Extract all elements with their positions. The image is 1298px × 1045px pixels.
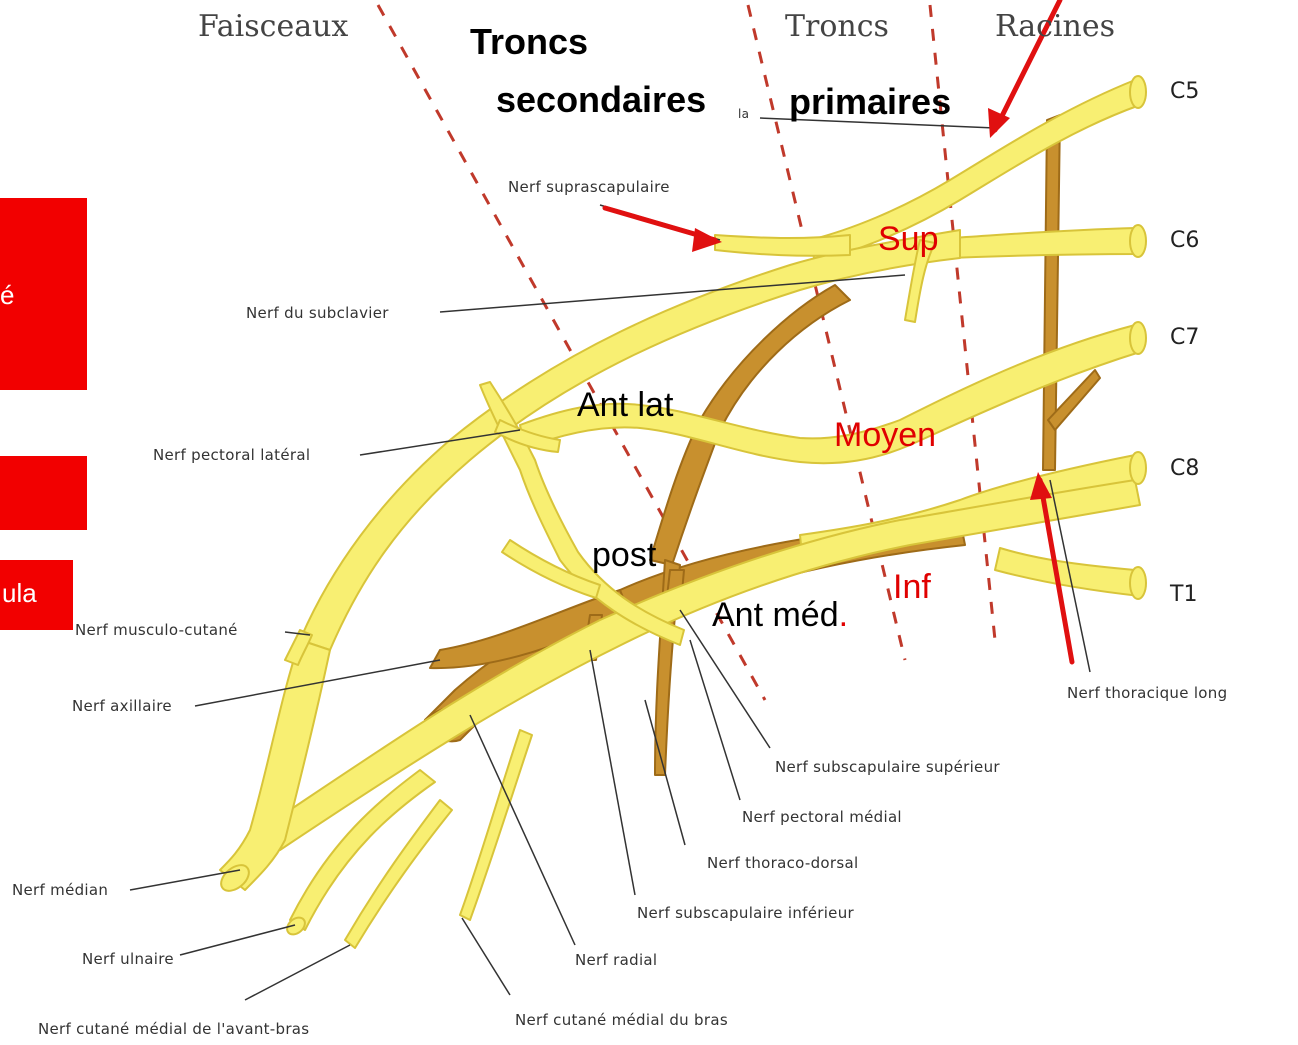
annotation-post: post [592,538,656,572]
label-suprascapulaire: Nerf suprascapulaire [508,180,670,195]
root-end-c6 [1130,225,1146,257]
medial-cutaneous-arm [460,730,532,920]
red-box-3-text: ula [2,580,37,606]
label-pectoral-medial: Nerf pectoral médial [742,810,902,825]
root-end-c7 [1130,322,1146,354]
root-label-c7: C7 [1170,327,1199,349]
label-cutane-bras: Nerf cutané médial du bras [515,1013,728,1028]
red-box-2 [0,456,87,530]
median-nerve [220,640,330,890]
header-faisceaux: Faisceaux [198,12,348,42]
leader-ulnaire [180,925,295,955]
annotation-ant-med: Ant méd. [712,598,848,632]
header-troncs: Troncs [785,12,889,42]
annotation-moyen: Moyen [834,418,936,452]
label-ulnaire: Nerf ulnaire [82,952,174,967]
annotation-inf: Inf [893,570,931,604]
header-troncs-secondaires-1: Troncs [470,24,588,60]
header-racines: Racines [995,12,1115,42]
root-c6 [950,228,1140,258]
header-troncs-secondaires-2: secondaires [496,82,706,118]
root-end-c8 [1130,452,1146,484]
suprascapular-nerve [715,235,850,256]
leader-cutane-bras [462,918,510,995]
leader-cutane-avant-bras [245,945,350,1000]
root-end-c5 [1130,76,1146,108]
red-box-1-text: é [0,282,14,308]
annotation-sup: Sup [878,222,939,256]
root-t1 [995,548,1140,596]
label-subscapulaire-inferieur: Nerf subscapulaire inférieur [637,906,854,921]
label-thoraco-dorsal: Nerf thoraco-dorsal [707,856,858,871]
label-subclavier: Nerf du subclavier [246,306,389,321]
annotation-ant-lat: Ant lat [577,388,673,422]
label-musculo-cutane: Nerf musculo-cutané [75,623,238,638]
root-label-t1: T1 [1170,584,1197,606]
root-label-c6: C6 [1170,230,1199,252]
label-axillaire: Nerf axillaire [72,699,172,714]
label-median: Nerf médian [12,883,108,898]
label-thoracique-long: Nerf thoracique long [1067,686,1227,701]
leader-subscapulaire-inferieur [590,650,635,895]
partial-label-la: la [738,108,749,120]
annotation-ant-med-dot: . [839,596,848,634]
header-primaires: primaires [789,84,951,120]
root-end-t1 [1130,567,1146,599]
root-label-c5: C5 [1170,81,1199,103]
arrowhead-root-c5 [988,108,1010,138]
label-radial: Nerf radial [575,953,657,968]
label-subscapulaire-superieur: Nerf subscapulaire supérieur [775,760,1000,775]
label-cutane-avant-bras: Nerf cutané médial de l'avant-bras [38,1022,309,1037]
label-pectoral-lateral: Nerf pectoral latéral [153,448,310,463]
annotation-ant-med-text: Ant méd [712,596,839,634]
root-label-c8: C8 [1170,458,1199,480]
